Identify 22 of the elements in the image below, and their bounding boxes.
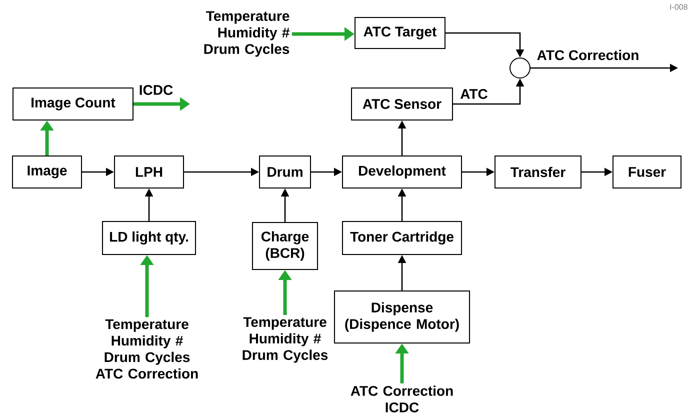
figure-number: I-008 <box>670 4 688 10</box>
process-box: Image Count <box>12 88 134 120</box>
process-box: Toner Cartridge <box>342 221 462 255</box>
summing-junction <box>510 58 530 78</box>
input-label: Temperature Humidity # Drum Cycles <box>204 11 290 57</box>
process-box: Development <box>342 156 462 188</box>
process-box: Image <box>12 156 82 188</box>
edge-label: ICDC <box>140 85 173 95</box>
edge-label: ATC Correction <box>537 50 638 60</box>
process-box: LD light qty. <box>102 221 196 255</box>
process-box: Fuser <box>612 156 682 188</box>
process-box: Charge (BCR) <box>252 222 318 270</box>
process-box: Dispense (Dispence Motor) <box>334 290 470 344</box>
process-box: ATC Sensor <box>351 88 453 120</box>
edge-label: ATC <box>460 89 488 99</box>
process-box: Drum <box>259 156 311 188</box>
process-box: ATC Target <box>354 17 446 49</box>
input-label: Temperature Humidity # Drum Cycles <box>242 317 328 363</box>
process-box: Transfer <box>494 156 582 188</box>
process-box: LPH <box>114 156 184 188</box>
input-label: Temperature Humidity # Drum Cycles ATC Correction <box>96 319 198 379</box>
input-label: ATC Correction ICDC <box>350 386 453 412</box>
